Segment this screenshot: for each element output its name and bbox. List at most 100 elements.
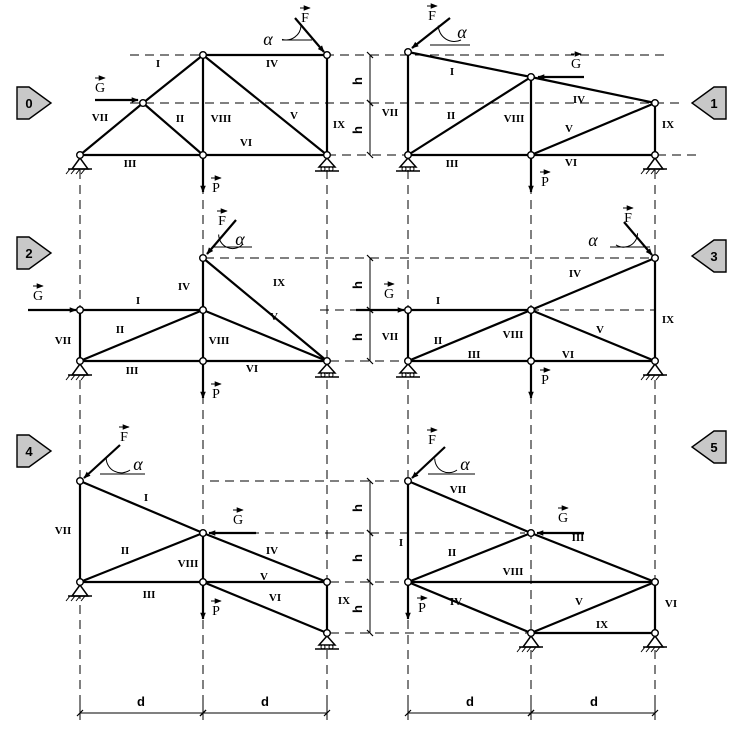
force-g-label: G [233,513,243,528]
force-f-label: F [301,11,309,26]
roller-support [315,362,339,378]
badge-number: 1 [710,96,717,111]
truss-node [138,98,147,107]
member-label: I [436,295,440,307]
support-triangle [645,634,665,648]
roller-support [315,634,339,650]
pin-support [640,362,667,381]
member-label: VII [382,331,399,343]
member-label: III [572,532,585,544]
member-v [201,308,329,363]
support-triangle [645,362,665,376]
truss-node [404,306,413,315]
member-i [141,53,205,105]
support-hatch [521,646,527,653]
truss-node [527,150,536,159]
truss-node [404,578,413,587]
support-hatch [526,646,532,653]
truss-node [527,306,536,315]
truss-node [404,477,413,486]
member-label: VI [565,157,577,169]
support-triangle [317,634,337,646]
support-triangle [317,156,337,168]
truss-node [323,150,332,159]
truss-node [198,529,207,538]
truss-node [198,357,207,366]
angle-arc [434,458,458,474]
support-triangle [70,156,90,170]
member-label: IX [662,119,674,131]
force-f-arrow [411,446,446,479]
dimension-h-label: h [350,281,365,289]
truss-node [651,357,660,366]
member-label: VI [240,137,252,149]
badge-number: 2 [25,246,32,261]
angle-label: α [263,29,273,49]
force-p-label: P [212,181,220,196]
supports [65,156,667,653]
truss-node [323,578,332,587]
angle-label: α [588,230,598,250]
support-hatch [65,595,71,602]
angle-arc [281,25,302,41]
force-p-label: P [541,175,549,190]
support-hatch [650,374,656,381]
force-p-label: P [541,373,549,388]
dimension-h-label: h [350,333,365,341]
truss-node [75,150,84,159]
force-g-label: G [571,57,581,72]
member-label: VIII [178,558,199,570]
member-label: IX [333,119,345,131]
support-hatch [640,374,646,381]
pin-support [516,634,543,653]
force-f-label: F [218,214,226,229]
support-hatch [80,168,86,175]
member-label: I [136,295,140,307]
support-triangle [521,634,541,648]
dimension-h-label: h [350,126,365,134]
truss-node [651,253,660,262]
dimension-h-label: h [350,504,365,512]
member-iii [529,531,657,584]
roller-support [396,362,420,378]
member-i [406,50,533,79]
badge-number: 0 [25,96,32,111]
badge-shape [16,86,53,120]
force-f-arrow [206,219,237,255]
badge-shape [16,434,53,468]
support-triangle [398,362,418,374]
angle-arc [615,233,639,248]
truss-nodes [75,48,660,638]
support-hatch [70,595,76,602]
scheme-badge: 3 [690,239,727,273]
member-iv [529,256,657,312]
dimension-h-label: h [350,605,365,613]
dimension-d-label: d [590,694,598,709]
member-label: III [446,158,459,170]
member-vii [78,101,145,157]
member-label: IV [266,545,278,557]
truss-node [323,51,332,60]
truss-node [651,578,660,587]
member-vi [201,580,329,635]
support-hatch [65,168,71,175]
member-label: VIII [503,566,524,578]
truss-node [527,529,536,538]
truss-node [75,357,84,366]
roller-support [396,156,420,172]
member-label: VIII [209,335,230,347]
member-label: III [126,365,139,377]
dimension-d-label: d [261,694,269,709]
support-hatch [75,374,81,381]
member-label: VII [382,107,399,119]
member-label: VIII [503,329,524,341]
force-p-label: P [418,601,426,616]
member-label: II [447,110,456,122]
support-hatch [75,168,81,175]
member-label: II [434,335,443,347]
scheme-badge: 0 [16,86,53,120]
scheme-badge: 2 [16,236,53,270]
truss-node [323,357,332,366]
member-label: IV [573,94,585,106]
member-i [78,479,205,535]
